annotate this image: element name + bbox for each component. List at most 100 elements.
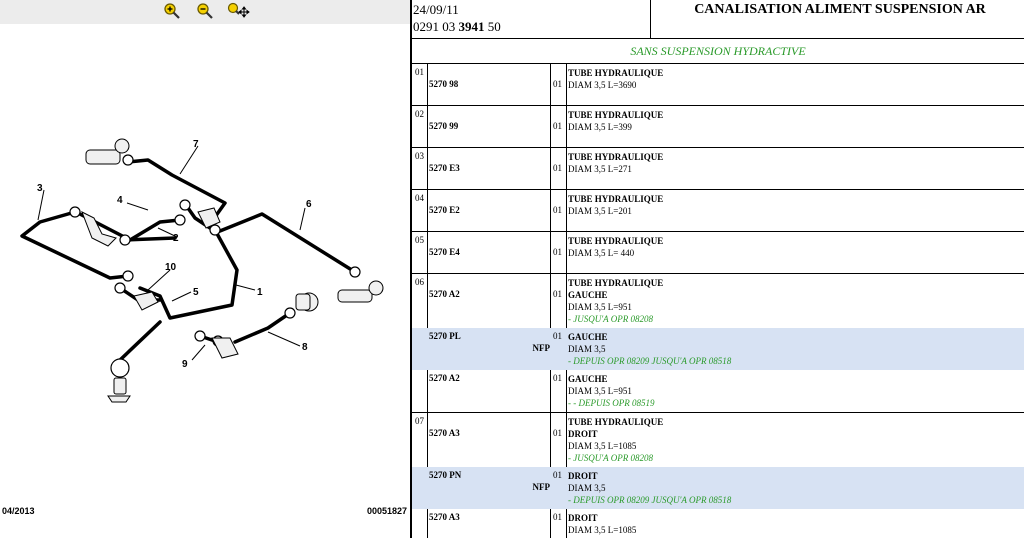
quantity: 01 [553, 373, 562, 383]
column-divider [427, 232, 428, 273]
part-reference[interactable]: 5270 A2 [429, 289, 460, 299]
part-reference[interactable]: 5270 E3 [429, 163, 460, 173]
part-detail: DIAM 3,5 L=3690 [568, 80, 637, 90]
part-description: TUBE HYDRAULIQUE DIAM 3,5 L=201 [568, 193, 663, 217]
quantity: 01 [553, 247, 562, 257]
quantity: 01 [553, 121, 562, 131]
diagram-pane: 7 3 4 2 6 10 5 1 9 8 04/2013 00051827 [0, 0, 410, 538]
part-reference[interactable]: 5270 E2 [429, 205, 460, 215]
part-description: TUBE HYDRAULIQUE DIAM 3,5 L=399 [568, 109, 663, 133]
table-row[interactable]: 5270 E2 01 TUBE HYDRAULIQUE DIAM 3,5 L=201 [412, 190, 1024, 220]
applicability-note: - JUSQU'A OPR 08208 [568, 453, 653, 463]
table-row[interactable]: 5270 E4 01 TUBE HYDRAULIQUE DIAM 3,5 L= 440 [412, 232, 1024, 262]
part-detail: DIAM 3,5 L= 440 [568, 248, 635, 258]
part-detail: GAUCHE [568, 374, 608, 384]
parts-group: 04 5270 E2 01 TUBE HYDRAULIQUE DIAM 3,5 L=20… [412, 190, 1024, 232]
callout-1: 1 [257, 287, 263, 298]
header-divider [412, 38, 1024, 39]
part-reference[interactable]: 5270 A2 [429, 373, 460, 383]
part-reference[interactable]: 5270 E4 [429, 247, 460, 257]
group-number: 06 [415, 277, 424, 287]
pane-divider[interactable] [410, 0, 412, 538]
column-divider [566, 64, 567, 105]
zoom-in-icon[interactable] [162, 2, 182, 20]
ref-suffix: 50 [487, 19, 501, 34]
table-row[interactable]: 5270 98 01 TUBE HYDRAULIQUE DIAM 3,5 L=3690 [412, 64, 1024, 94]
ref-bold: 3941 [458, 19, 485, 34]
part-reference[interactable]: 5270 98 [429, 79, 459, 89]
diagram-code: 00051827 [366, 506, 407, 516]
nfp-flag: NFP [532, 482, 551, 492]
header-separator [650, 0, 651, 38]
part-title: TUBE HYDRAULIQUE [568, 236, 664, 246]
callout-7: 7 [193, 139, 199, 150]
part-detail: DIAM 3,5 L=271 [568, 164, 632, 174]
quantity: 01 [553, 205, 562, 215]
part-detail: DIAM 3,5 [568, 483, 606, 493]
parts-group: 06 5270 A2 01 TUBE HYDRAULIQUE GAUCHE DIAM 3,… [412, 274, 1024, 413]
zoom-pan-icon[interactable] [226, 2, 250, 20]
parts-table-pane: 24/09/11 0291 03 3941 50 CANALISATION AL… [412, 0, 1024, 538]
part-title: TUBE HYDRAULIQUE [568, 417, 664, 427]
header-date: 24/09/11 [413, 2, 459, 17]
group-number: 02 [415, 109, 424, 119]
applicability-note: - DEPUIS OPR 08209 JUSQU'A OPR 08518 [568, 356, 732, 366]
column-divider [427, 148, 428, 189]
part-detail: DIAM 3,5 L=951 [568, 386, 632, 396]
part-detail: DIAM 3,5 L=399 [568, 122, 632, 132]
group-number: 04 [415, 193, 424, 203]
part-reference[interactable]: 5270 A3 [429, 512, 460, 522]
part-title: TUBE HYDRAULIQUE [568, 278, 664, 288]
part-detail: GAUCHE [568, 290, 608, 300]
ref-prefix: 0291 03 [413, 19, 456, 34]
callout-8: 8 [302, 342, 308, 353]
parts-group: 02 5270 99 01 TUBE HYDRAULIQUE DIAM 3,5 L=39… [412, 106, 1024, 148]
group-number: 03 [415, 151, 424, 161]
quantity: 01 [553, 331, 562, 341]
callout-5: 5 [193, 287, 199, 298]
part-detail: DIAM 3,5 L=201 [568, 206, 632, 216]
table-row[interactable]: 5270 99 01 TUBE HYDRAULIQUE DIAM 3,5 L=399 [412, 106, 1024, 136]
zoom-out-icon[interactable] [195, 2, 215, 20]
column-divider [550, 148, 551, 189]
group-number: 05 [415, 235, 424, 245]
applicability-note: - JUSQU'A OPR 08208 [568, 314, 653, 324]
header-reference: 0291 03 3941 50 [413, 19, 501, 35]
quantity: 01 [553, 512, 562, 522]
part-detail: DIAM 3,5 L=1085 [568, 441, 637, 451]
group-number: 01 [415, 67, 424, 77]
part-title: TUBE HYDRAULIQUE [568, 194, 664, 204]
part-detail: GAUCHE [568, 332, 608, 342]
callout-10: 10 [165, 262, 177, 273]
part-reference[interactable]: 5270 99 [429, 121, 459, 131]
part-title: TUBE HYDRAULIQUE [568, 68, 664, 78]
part-reference[interactable]: 5270 PL [429, 331, 461, 341]
group-number: 07 [415, 416, 424, 426]
part-reference[interactable]: 5270 A3 [429, 428, 460, 438]
diagram-toolbar [0, 0, 410, 24]
part-detail: DROIT [568, 429, 598, 439]
part-reference[interactable]: 5270 PN [429, 470, 462, 480]
column-divider [550, 64, 551, 105]
part-detail: DROIT [568, 513, 598, 523]
callout-6: 6 [306, 199, 312, 210]
part-title: TUBE HYDRAULIQUE [568, 110, 664, 120]
diagram-date: 04/2013 [2, 506, 35, 516]
column-divider [427, 64, 428, 105]
page-title: CANALISATION ALIMENT SUSPENSION AR [694, 2, 986, 17]
variant-divider [412, 63, 1024, 64]
